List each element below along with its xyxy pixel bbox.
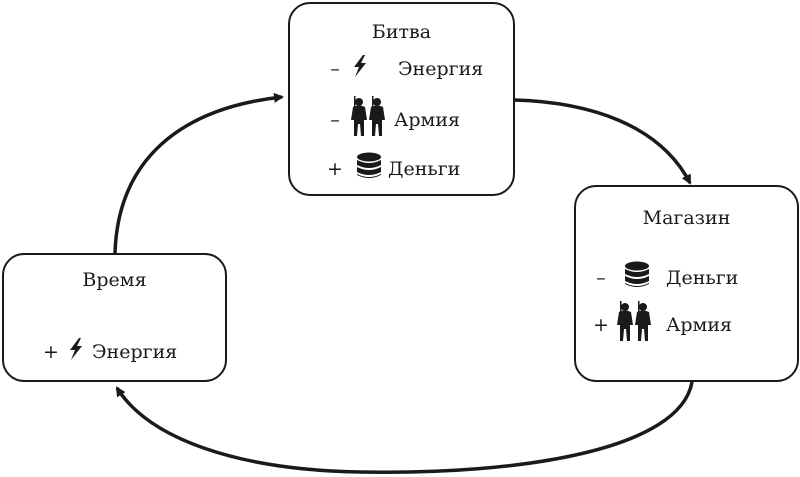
lightning-icon — [66, 337, 86, 366]
sign-minus: – — [330, 57, 340, 80]
label-army: Армия — [394, 108, 460, 131]
sign-plus: + — [593, 313, 609, 336]
node-shop-row-army: + Армия — [592, 301, 732, 348]
sign-plus: + — [327, 157, 343, 180]
label-energy: Энергия — [398, 57, 484, 80]
arrow-shop-to-time — [115, 381, 694, 474]
node-battle: Битва – Энергия – Армия + — [288, 2, 515, 196]
soldiers-icon — [350, 96, 388, 143]
label-energy: Энергия — [92, 340, 178, 363]
node-battle-row-money: + Деньги — [326, 152, 460, 185]
node-battle-row-army: – Армия — [326, 96, 460, 143]
sign-minus: – — [596, 266, 606, 289]
coins-stack-icon — [624, 261, 650, 294]
lightning-icon — [350, 54, 386, 83]
label-money: Деньги — [388, 157, 461, 180]
label-money: Деньги — [666, 266, 739, 289]
node-time: Время + Энергия — [2, 253, 227, 382]
node-battle-title: Битва — [371, 21, 432, 43]
node-time-title: Время — [82, 269, 147, 291]
arrow-battle-to-shop — [513, 98, 692, 185]
node-battle-row-energy: – Энергия — [326, 54, 483, 83]
soldiers-icon — [616, 301, 654, 348]
node-time-row-energy: + Энергия — [42, 337, 177, 366]
node-shop-title: Магазин — [642, 207, 731, 229]
label-army: Армия — [666, 313, 732, 336]
node-shop-row-money: – Деньги — [592, 261, 738, 294]
arrow-time-to-battle — [113, 92, 284, 254]
node-shop: Магазин – Деньги + — [574, 185, 799, 382]
sign-plus: + — [43, 340, 59, 363]
coins-stack-icon — [356, 152, 382, 185]
sign-minus: – — [330, 108, 340, 131]
